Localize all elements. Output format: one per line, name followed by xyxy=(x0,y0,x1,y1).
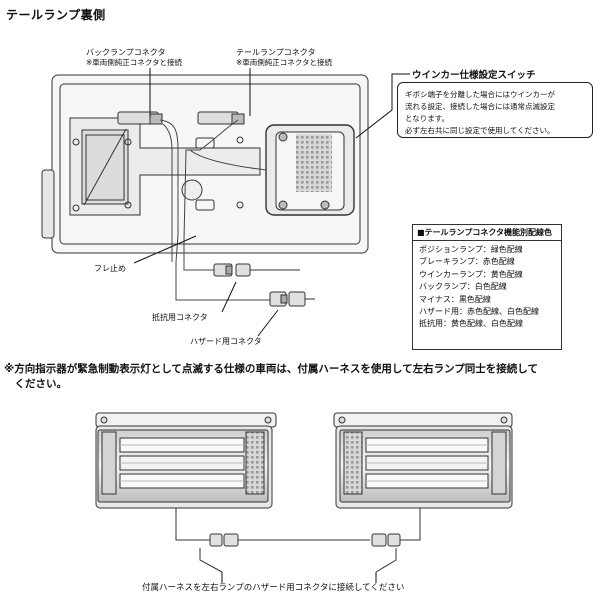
wiring-table-header: ■テールランプコネクタ機能別配線色 xyxy=(413,225,561,241)
wiring-table-row: ハザード用：赤色配線、白色配線 xyxy=(419,307,539,317)
winker-switch-title: ウインカー仕様設定スイッチ xyxy=(412,70,536,81)
wiring-color-table: ■テールランプコネクタ機能別配線色 ポジションランプ：緑色配線 ブレーキランプ：… xyxy=(412,224,562,350)
left-lamp-front xyxy=(95,412,277,509)
back-connector-label: バックランプコネクタ xyxy=(86,48,166,57)
lamp-back-housing xyxy=(41,74,369,254)
back-connector-note: ※車両側純正コネクタと接続 xyxy=(86,58,182,67)
winker-switch-line: ギボシ端子を分離した場合にはウインカーが xyxy=(405,90,555,99)
warning-line-1: ※方向指示器が緊急制動表示灯として点滅する仕様の車両は、付属ハーネスを使用して左… xyxy=(4,363,538,375)
winker-switch-line: 流れる設定、接続した場合には通常点滅設定 xyxy=(405,102,555,111)
fure-dome-label: フレ止め xyxy=(94,264,126,273)
warning-line-2: ください。 xyxy=(4,378,67,390)
leader-lines xyxy=(133,68,410,337)
wiring-table-row: ブレーキランプ：赤色配線 xyxy=(419,257,515,267)
page-title: テールランプ裏側 xyxy=(6,8,106,22)
wiring-table-row: バックランプ：白色配線 xyxy=(419,282,507,292)
tail-connector-note: ※車両側純正コネクタと接続 xyxy=(236,58,332,67)
warning-note: ※方向指示器が緊急制動表示灯として点滅する仕様の車両は、付属ハーネスを使用して左… xyxy=(4,362,596,392)
wiring-table-row: ウインカーランプ：黄色配線 xyxy=(419,269,523,279)
tail-connector-label: テールランプコネクタ xyxy=(236,48,316,57)
right-lamp-front xyxy=(333,412,513,509)
winker-switch-line: となります。 xyxy=(405,114,450,123)
harness-caption: 付属ハーネスを左右ランプのハザード用コネクタに接続してください xyxy=(142,583,405,593)
back-wiring xyxy=(159,119,270,301)
harness-connector-left-icon xyxy=(209,533,239,547)
caption-leader-lines xyxy=(221,572,377,583)
resistor-connector-label: 抵抗用コネクタ xyxy=(152,313,208,322)
harness-connector-right-icon xyxy=(371,533,401,547)
hazard-connector-icon xyxy=(269,291,315,307)
wiring-table-row: 抵抗用：黄色配線、白色配線 xyxy=(419,319,523,329)
accessory-harness xyxy=(175,508,421,573)
winker-switch-box: ギボシ端子を分離した場合にはウインカーが 流れる設定、接続した場合には通常点滅設… xyxy=(397,82,593,138)
hazard-connector-label: ハザード用コネクタ xyxy=(190,337,262,346)
winker-switch-line: 必ず左右共に同じ設定で使用してください。 xyxy=(405,126,555,135)
wiring-table-row: ポジションランプ：緑色配線 xyxy=(419,245,523,254)
wiring-table-row: マイナス：黒色配線 xyxy=(419,294,491,304)
resistor-connector-icon xyxy=(213,263,300,277)
